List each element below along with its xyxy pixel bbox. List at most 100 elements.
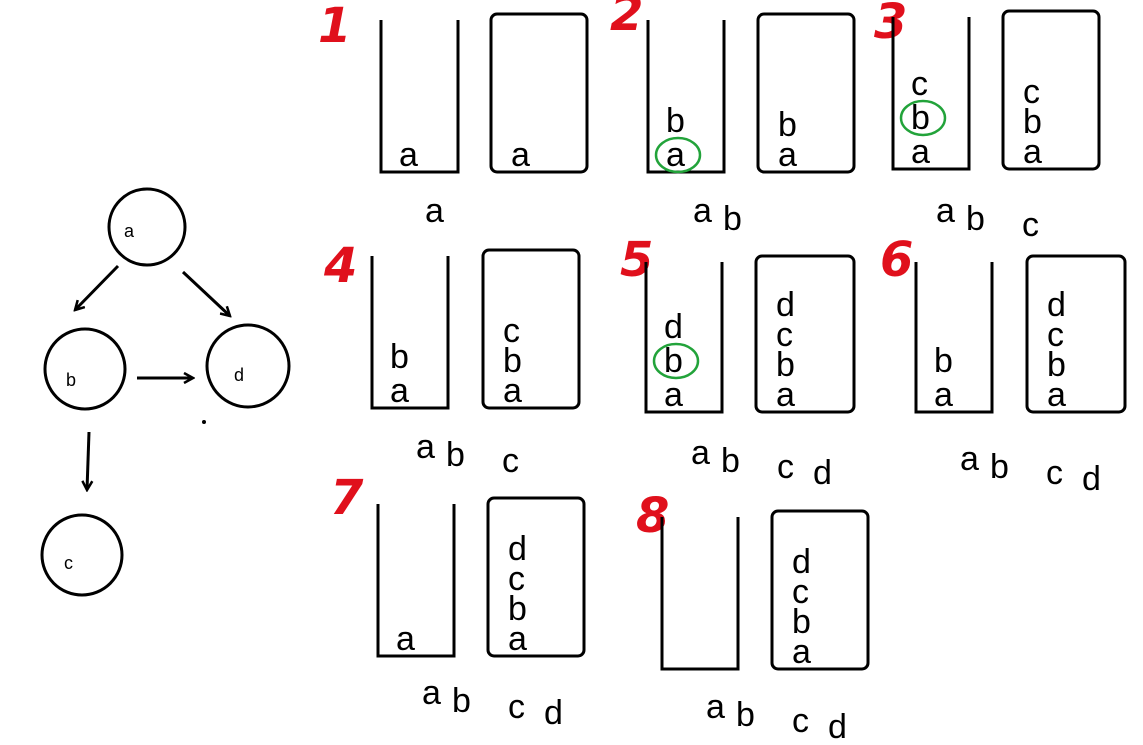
output-item: c (1022, 206, 1039, 244)
stack-item: d (664, 308, 683, 346)
output-item: c (502, 442, 519, 480)
stack-container (376, 504, 456, 658)
step-number: 8 (636, 488, 669, 544)
output-item: b (723, 200, 742, 238)
highlight-circle (899, 99, 947, 137)
visited-item: b (508, 590, 527, 628)
visited-container (486, 496, 586, 658)
output-item: d (544, 694, 563, 732)
visited-item: d (776, 286, 795, 324)
output-item: c (508, 688, 525, 726)
stack-item: b (664, 342, 683, 380)
visited-item: b (503, 342, 522, 380)
step-number: 1 (318, 0, 351, 54)
stack-item: a (664, 376, 683, 414)
visited-item: c (776, 316, 793, 354)
visited-item: a (792, 633, 811, 671)
stack-container (379, 20, 460, 174)
stack-item: a (911, 133, 930, 171)
stack-container (370, 256, 450, 410)
visited-container (481, 248, 581, 410)
visited-container (1001, 9, 1101, 171)
output-item: d (828, 708, 847, 745)
stack-item: a (399, 136, 418, 174)
visited-item: c (508, 560, 525, 598)
visited-item: b (778, 106, 797, 144)
stack-item: b (934, 342, 953, 380)
highlight-circle (652, 342, 700, 380)
node-label-d: d (234, 365, 244, 385)
output-item: b (721, 442, 740, 480)
visited-item: d (1047, 286, 1066, 324)
visited-container (489, 12, 589, 174)
visited-item: d (508, 530, 527, 568)
output-item: b (452, 682, 471, 720)
stack-item: c (911, 65, 928, 103)
visited-item: b (776, 346, 795, 384)
visited-container (770, 509, 870, 671)
node-label-c: c (64, 553, 73, 573)
visited-item: a (511, 136, 530, 174)
visited-item: c (503, 312, 520, 350)
visited-container (754, 254, 856, 414)
stack-item: a (666, 136, 685, 174)
visited-item: b (1023, 103, 1042, 141)
output-item: a (422, 674, 441, 712)
output-item: b (990, 448, 1009, 486)
visited-item: b (792, 603, 811, 641)
step-number: 4 (323, 238, 357, 294)
graph-node-d: d (205, 323, 291, 409)
output-item: a (691, 434, 710, 472)
output-item: a (693, 192, 712, 230)
step-number: 7 (330, 470, 364, 526)
stack-item: b (666, 102, 685, 140)
step-number: 6 (880, 232, 913, 288)
output-item: c (1046, 454, 1063, 492)
edge-a-d (181, 270, 230, 316)
node-label-a: a (124, 221, 135, 241)
output-item: a (960, 440, 979, 478)
graph-node-c: c (40, 513, 124, 597)
output-item: c (777, 448, 794, 486)
visited-item: b (1047, 346, 1066, 384)
step-number: 3 (874, 0, 907, 50)
visited-item: a (1023, 133, 1042, 171)
graph-node-b: b (43, 327, 127, 411)
edge-b-c (87, 431, 89, 490)
visited-item: d (792, 543, 811, 581)
output-item: d (1082, 460, 1101, 498)
visited-item: c (1023, 73, 1040, 111)
visited-item: a (778, 136, 797, 174)
stray-dot (202, 420, 206, 424)
stack-container (914, 262, 994, 414)
stack-container (660, 517, 740, 671)
visited-container (756, 12, 856, 174)
output-item: a (416, 428, 435, 466)
graph-edges (75, 264, 230, 490)
output-item: a (706, 688, 725, 726)
stack-container (644, 262, 724, 414)
visited-item: c (792, 573, 809, 611)
output-item: a (425, 192, 444, 230)
step-number: 2 (610, 0, 643, 42)
stack-item: a (934, 376, 953, 414)
step-number: 5 (620, 232, 653, 288)
output-item: b (736, 696, 755, 734)
output-item: d (813, 454, 832, 492)
stack-container (891, 17, 971, 171)
graph-node-a: a (107, 187, 187, 267)
node-label-b: b (66, 370, 76, 390)
output-item: a (936, 192, 955, 230)
stack-item: b (911, 99, 930, 137)
stack-item: b (390, 338, 409, 376)
